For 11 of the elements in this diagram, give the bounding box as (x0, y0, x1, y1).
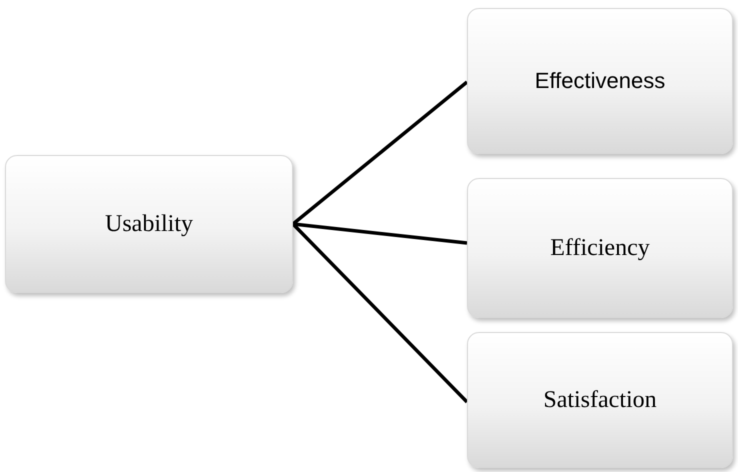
box-label: Usability (105, 210, 193, 238)
connector-line (292, 80, 468, 226)
rounded-box (5, 155, 293, 293)
connector-line (292, 222, 468, 245)
rounded-box (467, 178, 733, 318)
rounded-box (467, 8, 733, 154)
box-label: Effectiveness (534, 68, 666, 94)
rounded-box (467, 332, 733, 468)
connector-line (292, 222, 468, 404)
box-label: Satisfaction (543, 386, 657, 414)
box-label: Efficiency (550, 234, 650, 262)
